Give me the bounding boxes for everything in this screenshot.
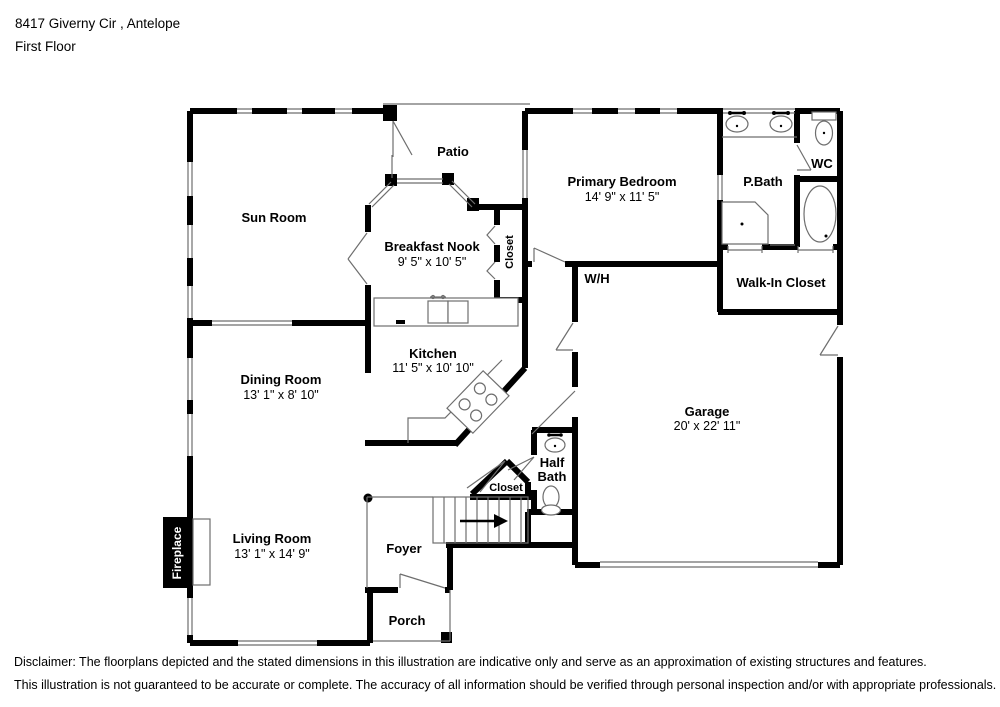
label-half-bath-1: Half — [540, 455, 565, 470]
label-wc: WC — [811, 156, 833, 171]
interior-walls — [190, 111, 843, 545]
label-p-bath: P.Bath — [743, 174, 783, 189]
porch-edges — [373, 590, 451, 642]
stove-icon — [446, 369, 510, 435]
bay-window — [368, 178, 476, 208]
porch-corner-post — [441, 632, 452, 643]
dims-living-room: 13' 1" x 14' 9" — [234, 547, 310, 561]
front-door — [399, 573, 446, 589]
bay-post-right — [467, 198, 479, 211]
label-hall-closet: Closet — [489, 482, 523, 494]
half-bath-toilet-icon — [540, 485, 562, 516]
label-patio: Patio — [437, 144, 469, 159]
foyer-open-edges — [366, 496, 433, 588]
fireplace-hearth — [192, 518, 211, 586]
fireplace-box — [163, 517, 193, 588]
bay-post-left — [385, 174, 397, 186]
disclaimer-line-1: Disclaimer: The floorplans depicted and … — [14, 655, 927, 669]
corner-shower-icon — [721, 201, 769, 245]
dims-kitchen: 11' 5" x 10' 10" — [392, 361, 474, 375]
label-primary-bedroom: Primary Bedroom — [567, 174, 676, 189]
label-nook-closet: Closet — [504, 235, 516, 269]
garage-entry-door-leaf — [531, 390, 576, 435]
plan-header: 8417 Giverny Cir , Antelope First Floor — [15, 12, 180, 58]
dims-primary-bedroom: 14' 9" x 11' 5" — [585, 190, 660, 204]
disclaimer-line-2: This illustration is not guaranteed to b… — [14, 678, 997, 692]
half-bath-door — [507, 456, 535, 481]
label-sun-room: Sun Room — [242, 210, 307, 225]
label-half-bath-2: Bath — [538, 469, 567, 484]
disclaimer: Disclaimer: The floorplans depicted and … — [14, 651, 996, 697]
label-living-room: Living Room — [233, 531, 312, 546]
label-wh: W/H — [584, 271, 609, 286]
label-dining-room: Dining Room — [241, 372, 322, 387]
bedroom-door — [533, 247, 566, 263]
bay-post-mid — [442, 173, 454, 185]
bathtub-icon — [803, 185, 837, 243]
label-kitchen: Kitchen — [409, 346, 457, 361]
stair-arrow-head — [494, 514, 508, 528]
sink-icon-2 — [769, 115, 793, 133]
label-porch: Porch — [389, 613, 426, 628]
address-line: 8417 Giverny Cir , Antelope — [15, 16, 181, 31]
sunroom-nook-door — [347, 232, 368, 285]
staircase — [432, 496, 529, 544]
kitchen-counter — [373, 294, 519, 443]
label-garage: Garage — [685, 404, 730, 419]
label-walk-in-closet: Walk-In Closet — [736, 275, 826, 290]
hall-closet-bifold — [466, 460, 506, 493]
sunroom-patio-door — [392, 120, 413, 157]
dims-breakfast-nook: 9' 5" x 10' 5" — [398, 255, 467, 269]
label-breakfast-nook: Breakfast Nook — [384, 239, 480, 254]
sink-icon — [725, 115, 749, 133]
nook-closet-bifold — [486, 225, 496, 280]
label-fireplace: Fireplace — [170, 526, 184, 579]
dims-garage: 20' x 22' 11" — [674, 419, 741, 433]
wc-door — [796, 144, 812, 171]
half-bath-sink-icon — [544, 433, 566, 453]
garage-hall-door — [555, 322, 574, 351]
garage-side-door — [819, 325, 839, 356]
label-foyer: Foyer — [386, 541, 421, 556]
floor-line: First Floor — [15, 39, 76, 54]
kitchen-sink-icon — [427, 300, 449, 324]
dims-dining-room: 13' 1" x 8' 10" — [243, 388, 319, 402]
exterior-walls — [187, 108, 843, 646]
windows — [187, 103, 834, 646]
pbath-vanity — [722, 111, 797, 138]
patio-wall-post — [383, 105, 397, 121]
wc-toilet-icon — [811, 111, 837, 146]
foyer-corner-post — [363, 493, 373, 503]
